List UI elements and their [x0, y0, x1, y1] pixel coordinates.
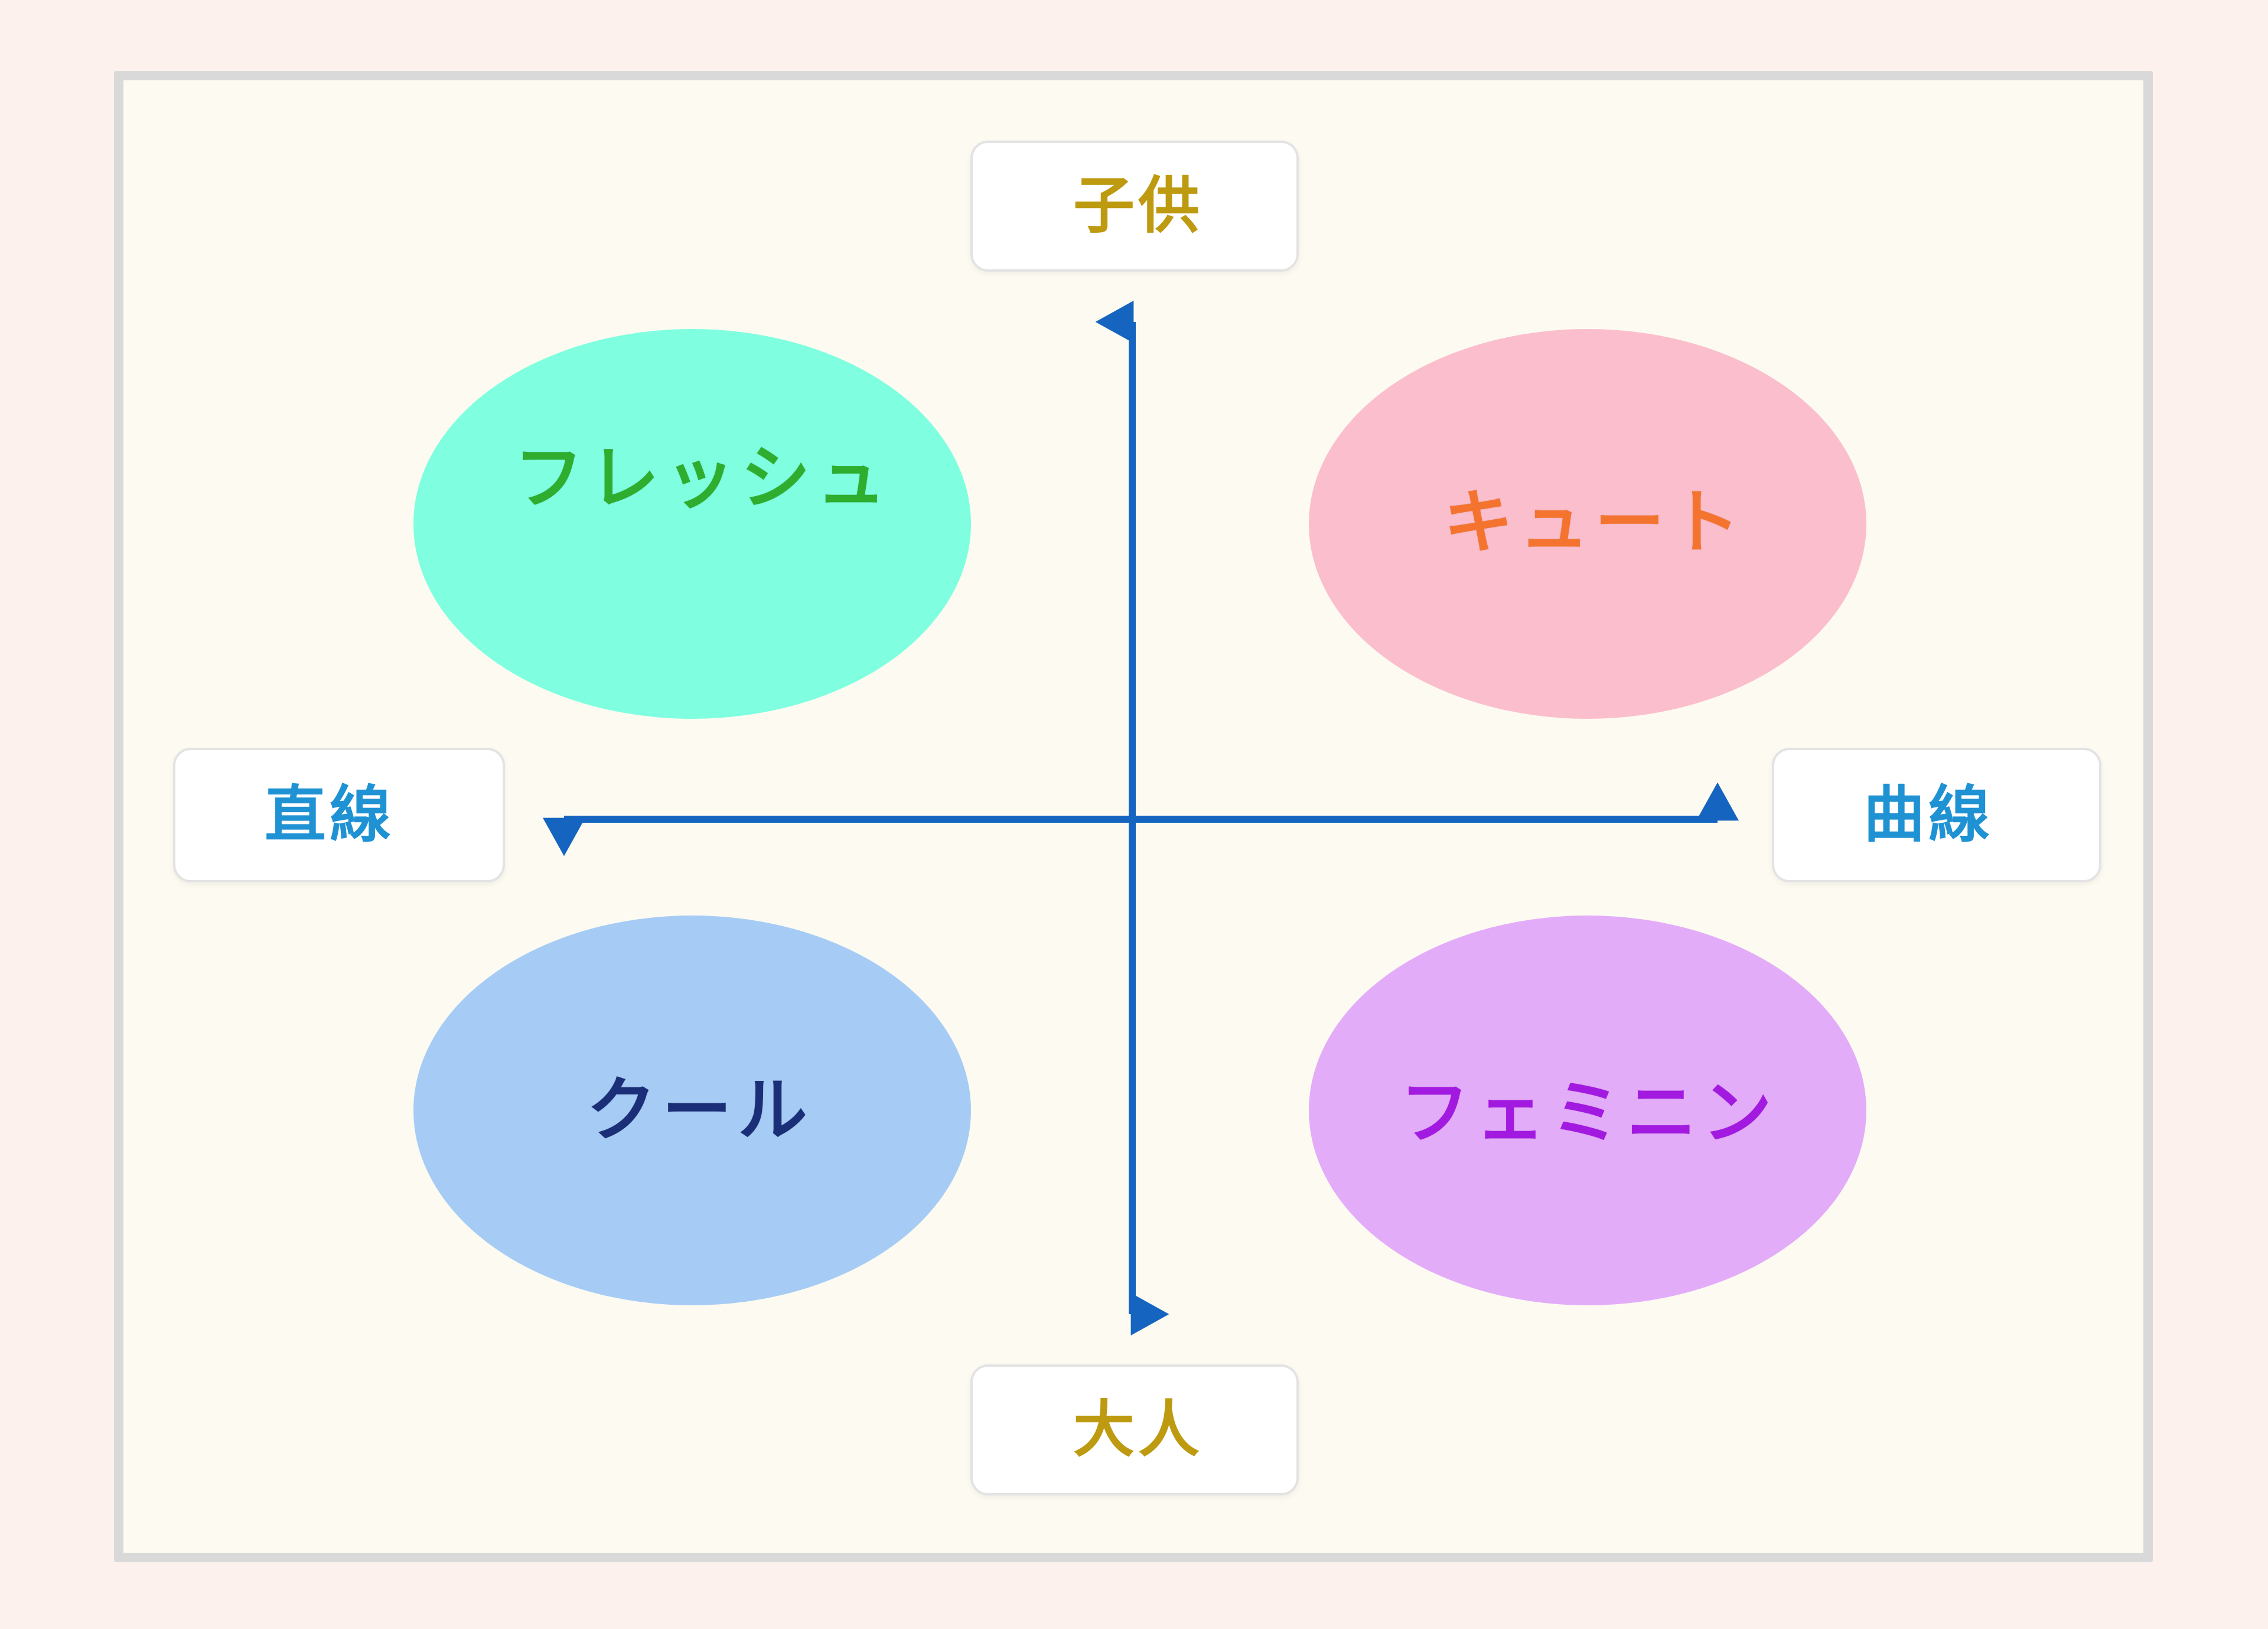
quadrant-ellipse-bottom-right[interactable] — [1309, 916, 1866, 1305]
axis-label-adult[interactable]: 大人 — [970, 1364, 1299, 1496]
quadrant-label-fresh: フレッシュ — [513, 439, 892, 517]
quadrant-label-cool: クール — [586, 1071, 814, 1149]
axis-label-child[interactable]: 子供 — [970, 141, 1299, 272]
quadrant-ellipse-bottom-left[interactable] — [413, 916, 971, 1305]
axis-label-curved[interactable]: 曲線 — [1772, 748, 2101, 882]
quadrant-label-feminine: フェミニン — [1399, 1074, 1778, 1152]
axis-label-child-text: 子供 — [1073, 172, 1203, 240]
axis-label-straight[interactable]: 直線 — [173, 748, 505, 882]
quadrant-ellipse-top-left[interactable] — [413, 329, 971, 719]
quadrant-label-cute: キュート — [1443, 484, 1746, 562]
quadrant-ellipse-top-right[interactable] — [1309, 329, 1866, 719]
axis-label-curved-text: 曲線 — [1863, 781, 1993, 849]
axis-label-straight-text: 直線 — [264, 781, 395, 849]
axis-label-adult-text: 大人 — [1073, 1396, 1203, 1464]
